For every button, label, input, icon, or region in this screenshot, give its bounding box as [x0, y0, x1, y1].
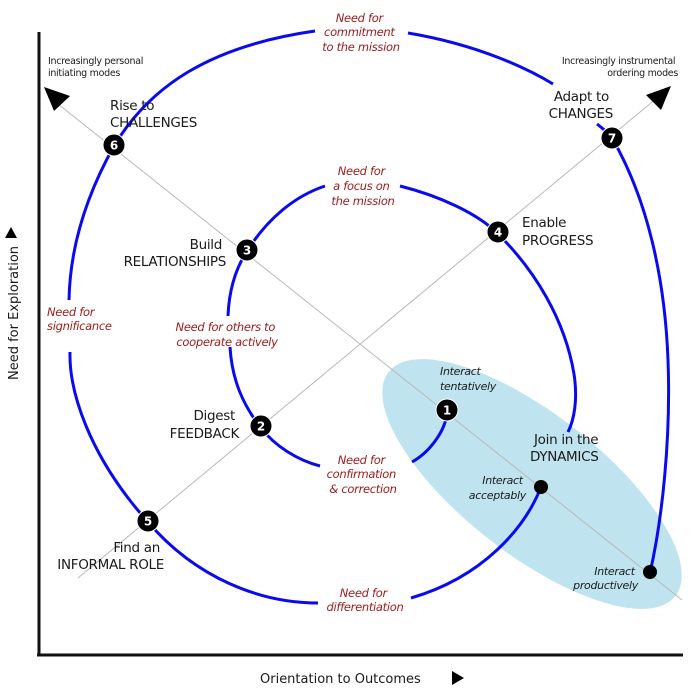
- stage-node-3: 3: [235, 238, 259, 262]
- milestone-dot-productively: [643, 565, 657, 579]
- stage-3-label: Build RELATIONSHIPS: [124, 237, 226, 270]
- stage-5-label: Find an INFORMAL ROLE: [57, 540, 164, 573]
- dynamics-label: Join in the DYNAMICS: [530, 432, 602, 465]
- personal-modes-caption: Increasingly personal initiating modes: [48, 56, 146, 79]
- svg-text:3: 3: [243, 244, 251, 258]
- diagonal-instrumental-axis: [77, 97, 658, 579]
- spiral-segment-2a: [228, 346, 321, 468]
- x-axis-title: Orientation to Outcomes: [260, 672, 421, 687]
- interact-productively-label: Interact productively: [572, 565, 639, 592]
- stage-node-6: 6: [102, 133, 126, 157]
- svg-text:2: 2: [257, 420, 265, 434]
- stage-6-label: Rise to CHALLENGES: [110, 98, 197, 131]
- svg-text:5: 5: [144, 515, 152, 529]
- interact-acceptably-label: Interact acceptably: [469, 474, 527, 502]
- instrumental-modes-caption: Increasingly instrumental ordering modes: [562, 56, 678, 79]
- need-differentiation-label: Need for differentiation: [326, 586, 403, 614]
- svg-text:7: 7: [608, 132, 616, 146]
- stage-node-1: 1: [435, 398, 459, 422]
- need-significance-label: Need for significance: [47, 305, 112, 333]
- spiral-segment-8a: [407, 31, 554, 86]
- personal-arrowhead-icon: [44, 87, 70, 111]
- svg-text:1: 1: [443, 404, 451, 418]
- stage-node-2: 2: [249, 414, 273, 438]
- stage-4-label: Enable PROGRESS: [522, 215, 593, 249]
- spiral-segment-4a: [399, 184, 578, 433]
- stage-2-label: Digest FEEDBACK: [170, 408, 241, 442]
- need-commitment-label: Need for commitment to the mission: [322, 11, 399, 54]
- stage-7-label: Adapt to CHANGES: [549, 89, 613, 122]
- svg-text:4: 4: [494, 226, 502, 240]
- stage-node-5: 5: [136, 509, 160, 533]
- instrumental-arrowhead-icon: [646, 86, 671, 110]
- y-axis-arrow-icon: [5, 227, 17, 238]
- diagonal-personal-axis: [57, 103, 683, 601]
- milestone-dot-acceptably: [534, 480, 548, 494]
- y-axis-title: Need for Exploration: [7, 246, 22, 380]
- need-confirmation-label: Need for confirmation & correction: [327, 453, 400, 496]
- stage-node-7: 7: [600, 126, 624, 150]
- need-focus-label: Need for a focus on the mission: [331, 164, 394, 208]
- spiral-segment-5a: [410, 486, 543, 600]
- interact-tentatively-label: Interact tentatively: [440, 365, 497, 393]
- svg-text:6: 6: [110, 139, 118, 153]
- x-axis-arrow-icon: [452, 671, 464, 685]
- stage-node-4: 4: [486, 220, 510, 244]
- need-cooperate-label: Need for others to cooperate actively: [176, 320, 279, 349]
